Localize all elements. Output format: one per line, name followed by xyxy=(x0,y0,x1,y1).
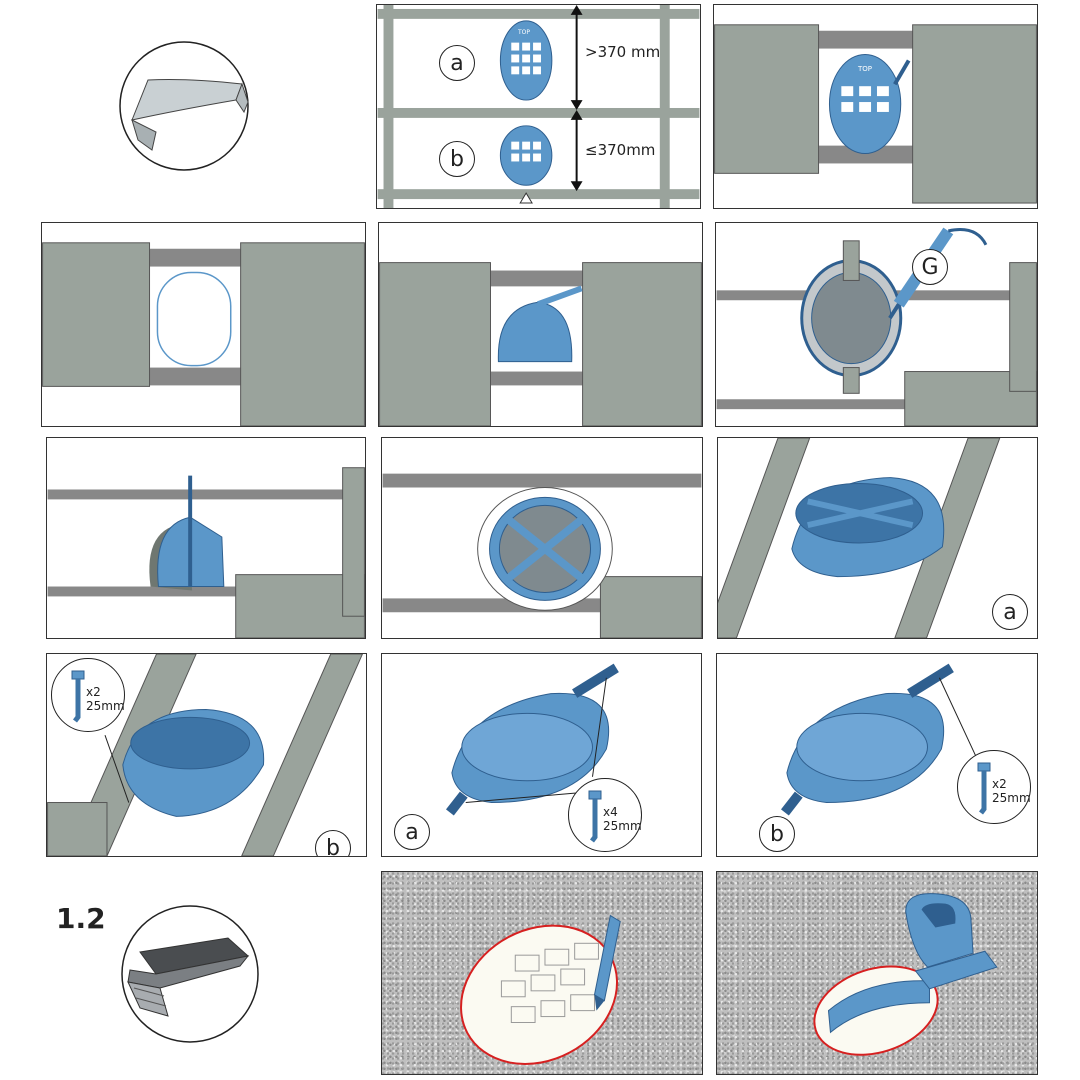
panel-mark-membrane xyxy=(381,871,703,1075)
panel-screw-flat-a: x4 25mm a xyxy=(381,653,702,857)
label-b-roof: b xyxy=(315,830,351,856)
panel-screw-vent-b: x2 25mm b xyxy=(46,653,367,857)
screw-icon xyxy=(977,762,991,815)
panel-apply-sealant: G xyxy=(715,222,1038,427)
panel-cut-outline xyxy=(41,222,366,427)
pencil-icon xyxy=(593,914,621,1011)
tile-profile-circle-1 xyxy=(118,40,250,172)
vent-top-text-1: TOP xyxy=(518,29,531,36)
label-b-flat: b xyxy=(759,816,795,852)
tile-profile-circle-2 xyxy=(120,904,260,1044)
panel-vent-on-roof-a: a xyxy=(717,437,1038,639)
electric-saw-icon xyxy=(905,893,998,990)
tile-profile-icon xyxy=(121,905,259,1043)
screw-qty-x4: x4 xyxy=(603,805,618,819)
panel-template-on-battens: TOP xyxy=(713,4,1038,209)
panel-dimension-choice: a b TOP >370 mm ≤370mm xyxy=(376,4,701,209)
dimension-below: ≤370mm xyxy=(585,141,656,159)
panel-screw-flat-b: x2 25mm b xyxy=(716,653,1038,857)
label-a-flat: a xyxy=(394,814,430,850)
panel-vent-installed-front xyxy=(381,437,703,639)
screw-qty-x2-b: x2 xyxy=(86,685,101,699)
tile-profile-icon xyxy=(119,41,249,171)
label-a: a xyxy=(439,45,475,81)
screw-callout-x4: x4 25mm xyxy=(568,778,642,852)
screw-icon xyxy=(71,670,85,723)
screw-icon xyxy=(588,790,602,843)
screw-len-x2-flat: 25mm xyxy=(992,791,1031,805)
panel-cut-membrane xyxy=(716,871,1038,1075)
arrow-icon xyxy=(519,192,533,204)
label-a-roof: a xyxy=(992,594,1028,630)
screw-callout-x2-b: x2 25mm xyxy=(51,658,125,732)
screw-len-x4: 25mm xyxy=(603,819,642,833)
panel-vent-side-view xyxy=(46,437,366,639)
section-number: 1.2 xyxy=(56,902,106,935)
screw-qty-x2-flat: x2 xyxy=(992,777,1007,791)
screw-callout-x2-flat: x2 25mm xyxy=(957,750,1031,824)
screw-len-x2-b: 25mm xyxy=(86,699,125,713)
vent-top-text-2: TOP xyxy=(858,65,873,73)
label-b: b xyxy=(439,141,475,177)
label-g: G xyxy=(912,249,948,285)
panel-insert-vent xyxy=(378,222,703,427)
dimension-above: >370 mm xyxy=(585,43,661,61)
